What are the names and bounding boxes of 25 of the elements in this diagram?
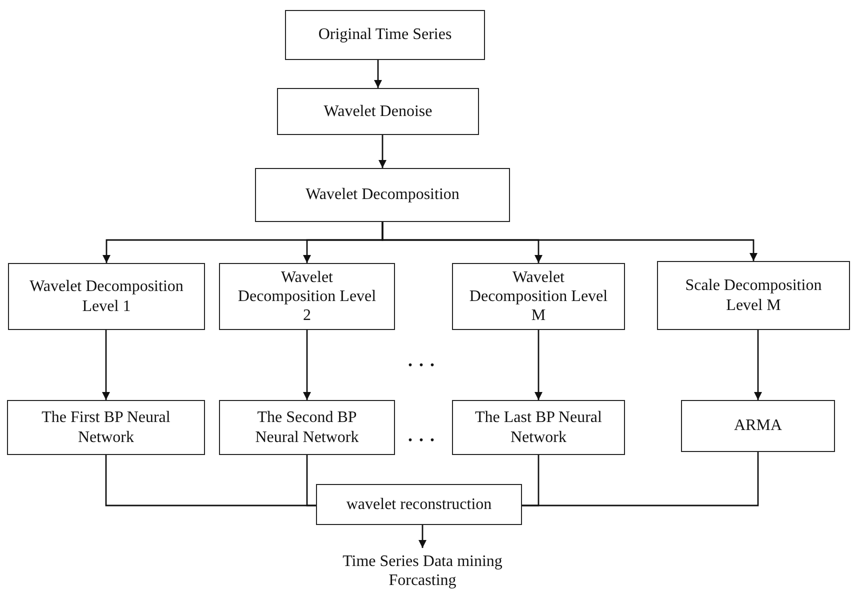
process-box: ARMA xyxy=(681,400,835,452)
arrow xyxy=(374,60,382,88)
arrow xyxy=(378,135,386,168)
process-box: The Last BP Neural Network xyxy=(452,400,625,455)
process-box: Wavelet Decomposition Level M xyxy=(452,263,625,330)
connector-line xyxy=(522,452,759,506)
arrow xyxy=(418,525,426,548)
process-box: Wavelet Decomposition Level 1 xyxy=(8,263,205,330)
process-box: wavelet reconstruction xyxy=(316,484,522,525)
output-label: Time Series Data mining Forcasting xyxy=(342,552,504,590)
process-box: The First BP Neural Network xyxy=(7,400,205,455)
process-box: Scale Decomposition Level M xyxy=(657,261,850,330)
arrow xyxy=(303,330,311,400)
process-box: Wavelet Decomposition xyxy=(255,168,510,222)
process-box: Wavelet Decomposition Level 2 xyxy=(219,263,395,330)
process-box: Original Time Series xyxy=(285,10,485,60)
arrow xyxy=(754,330,762,400)
arrow xyxy=(382,222,758,261)
connector-line xyxy=(306,455,316,506)
ellipsis: . . . xyxy=(408,425,436,446)
ellipsis: . . . xyxy=(408,350,436,371)
arrow xyxy=(534,330,542,400)
arrow xyxy=(102,330,110,400)
process-box: Wavelet Denoise xyxy=(277,88,479,135)
process-box: The Second BP Neural Network xyxy=(219,400,395,455)
